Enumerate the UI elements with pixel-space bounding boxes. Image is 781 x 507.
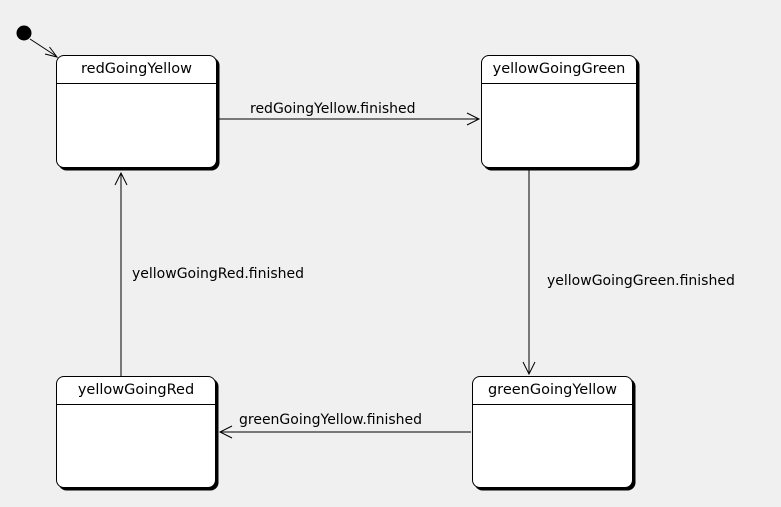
initial-transition-arrow: [29, 38, 59, 58]
state-yellowGoingRed[interactable]: yellowGoingRed: [56, 376, 216, 488]
state-greenGoingYellow[interactable]: greenGoingYellow: [472, 376, 633, 488]
initial-state-dot[interactable]: [16, 25, 32, 41]
state-yellowGoingGreen[interactable]: yellowGoingGreen: [481, 55, 637, 168]
transition-label-yellowGoingRed-finished: yellowGoingRed.finished: [132, 266, 305, 282]
state-title-yellowGoingRed: yellowGoingRed: [57, 377, 215, 405]
state-title-redGoingYellow: redGoingYellow: [57, 56, 216, 84]
state-redGoingYellow[interactable]: redGoingYellow: [56, 55, 217, 168]
transition-label-greenGoingYellow-finished: greenGoingYellow.finished: [239, 412, 423, 428]
state-title-greenGoingYellow: greenGoingYellow: [473, 377, 632, 405]
transition-label-redGoingYellow-finished: redGoingYellow.finished: [250, 101, 416, 117]
transition-arrow-redGoingYellow-finished: [219, 112, 481, 126]
transition-arrow-yellowGoingRed-finished: [114, 171, 128, 376]
transition-arrow-greenGoingYellow-finished: [218, 425, 471, 439]
transition-arrow-yellowGoingGreen-finished: [522, 170, 536, 376]
transition-label-yellowGoingGreen-finished: yellowGoingGreen.finished: [547, 273, 735, 289]
state-title-yellowGoingGreen: yellowGoingGreen: [482, 56, 636, 84]
